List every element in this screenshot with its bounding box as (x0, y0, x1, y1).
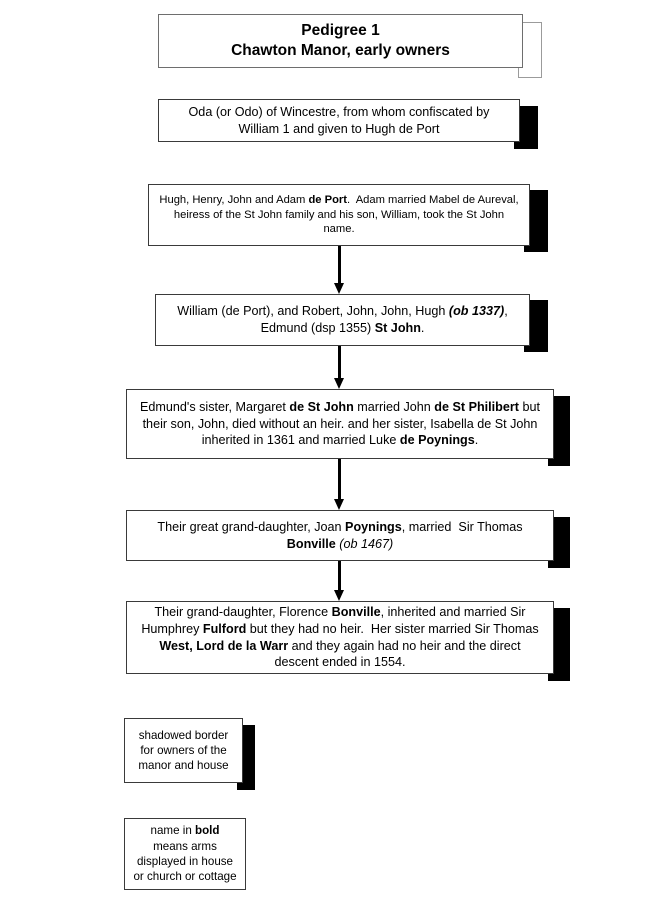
connector-stem (338, 246, 341, 284)
node-florence-line-3: West, Lord de la Warr and they again had… (159, 638, 521, 653)
arrowhead-down-icon (334, 378, 344, 389)
arrowhead-down-icon (334, 283, 344, 294)
diagram-title-box: Pedigree 1 Chawton Manor, early owners (158, 14, 523, 68)
node-joan: Their great grand-daughter, Joan Poyning… (126, 510, 554, 561)
legend-shadowed-border: shadowed border for owners of the manor … (124, 718, 243, 783)
node-florence-line-4: descent ended in 1554. (274, 655, 406, 670)
node-oda: Oda (or Odo) of Wincestre, from whom con… (158, 99, 520, 142)
legend-shadowed-line-2: for owners of the (140, 743, 227, 757)
connector-stem (338, 346, 341, 379)
connector-stem (338, 459, 341, 500)
node-joan-line-2: Bonville (ob 1467) (286, 536, 394, 551)
title-line-2: Chawton Manor, early owners (231, 42, 450, 59)
legend-bold-line-3: displayed in house (136, 855, 234, 868)
node-margaret-line-1: Edmund's sister, Margaret de St John mar… (140, 400, 540, 415)
node-florence-line-2: Humphrey Fulford but they had no heir. H… (141, 621, 539, 636)
node-florence: Their grand-daughter, Florence Bonville,… (126, 601, 554, 674)
arrowhead-down-icon (334, 499, 344, 510)
node-florence-line-1: Their grand-daughter, Florence Bonville,… (154, 605, 526, 620)
legend-bold-line-1: name in bold (150, 824, 220, 838)
node-oda-line-2: William 1 and given to Hugh de Port (238, 121, 440, 136)
node-margaret-line-2: their son, John, died without an heir. a… (142, 416, 538, 431)
node-william: William (de Port), and Robert, John, Joh… (155, 294, 530, 346)
node-william-line-2: Edmund (dsp 1355) St John. (260, 321, 425, 335)
node-joan-line-1: Their great grand-daughter, Joan Poyning… (157, 519, 523, 534)
arrowhead-down-icon (334, 590, 344, 601)
node-margaret: Edmund's sister, Margaret de St John mar… (126, 389, 554, 459)
connector-stem (338, 561, 341, 591)
legend-shadowed-line-1: shadowed border (138, 728, 229, 742)
title-line-1: Pedigree 1 (301, 21, 380, 39)
node-de-port-line-2: heiress of the St John family and his so… (173, 208, 505, 236)
legend-bold-line-4: or church or cottage (133, 870, 237, 884)
legend-bold-name: name in bold means arms displayed in hou… (124, 818, 246, 890)
legend-shadowed-line-3: manor and house (138, 759, 229, 773)
node-william-line-1: William (de Port), and Robert, John, Joh… (177, 304, 508, 319)
node-oda-line-1: Oda (or Odo) of Wincestre, from whom con… (188, 104, 490, 119)
node-de-port-line-1: Hugh, Henry, John and Adam de Port. Adam… (159, 193, 519, 206)
legend-bold-line-2: means arms (153, 839, 217, 853)
node-margaret-line-3: inherited in 1361 and married Luke de Po… (201, 433, 479, 448)
node-de-port: Hugh, Henry, John and Adam de Port. Adam… (148, 184, 530, 246)
